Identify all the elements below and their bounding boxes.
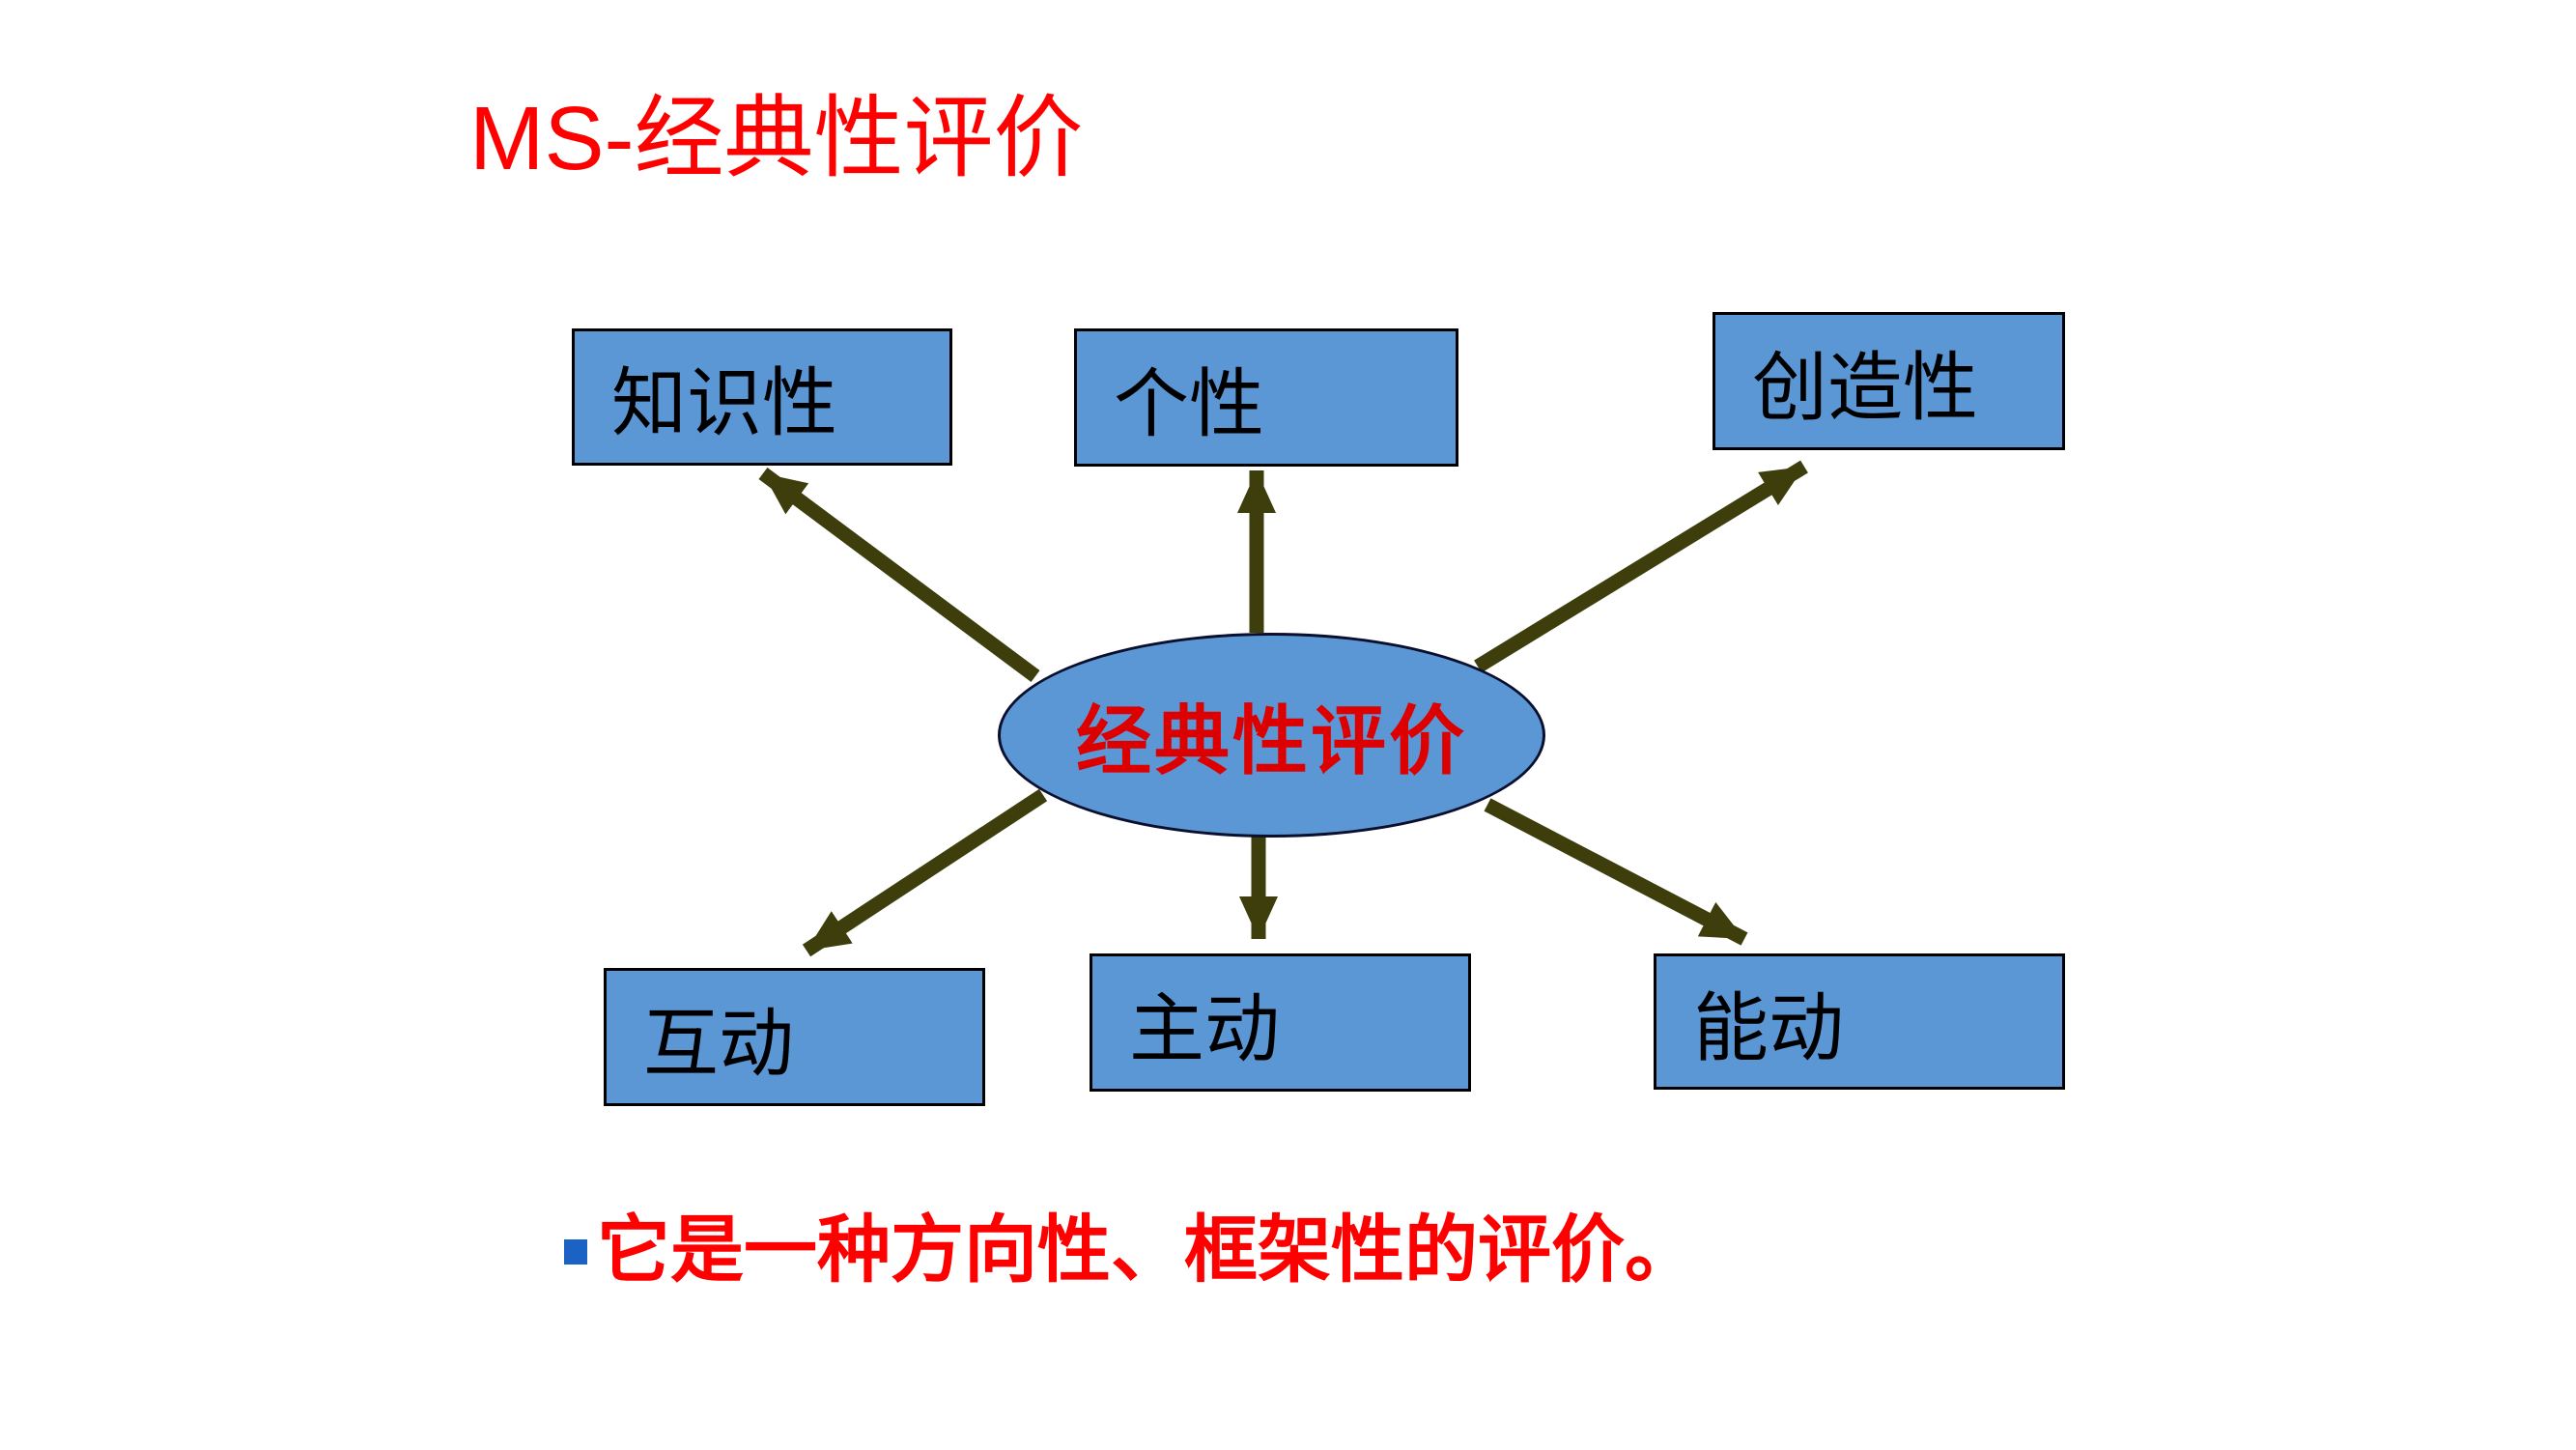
node-label-gexing: 个性: [1114, 361, 1265, 446]
arrow-to-hudong: [802, 788, 1048, 957]
node-box-nengdong: 能动: [1654, 953, 2065, 1090]
bullet-text: 它是一种方向性、框架性的评价。: [597, 1210, 1698, 1292]
node-box-gexing: 个性: [1074, 328, 1458, 467]
node-box-hudong: 互动: [604, 968, 985, 1106]
center-ellipse: 经典性评价: [998, 633, 1545, 838]
node-label-hudong: 互动: [643, 1001, 795, 1086]
node-box-chuangzaoxing: 创造性: [1713, 312, 2065, 450]
center-ellipse-label: 经典性评价: [1075, 699, 1467, 783]
arrow-to-chuangzaoxing: [1474, 460, 1808, 673]
arrow-to-nengdong: [1484, 798, 1748, 946]
node-box-zhishixing: 知识性: [572, 328, 952, 466]
bullet-square-icon: [564, 1238, 587, 1265]
arrow-to-zhishixing: [758, 467, 1040, 683]
bullet-row: 它是一种方向性、框架性的评价。: [564, 1210, 1698, 1292]
node-label-nengdong: 能动: [1693, 985, 1845, 1070]
node-label-zhudong: 主动: [1129, 986, 1281, 1071]
node-label-zhishixing: 知识性: [611, 361, 838, 445]
slide-title: MS-经典性评价: [469, 88, 1084, 188]
node-box-zhudong: 主动: [1090, 953, 1471, 1092]
node-label-chuangzaoxing: 创造性: [1752, 345, 1979, 430]
